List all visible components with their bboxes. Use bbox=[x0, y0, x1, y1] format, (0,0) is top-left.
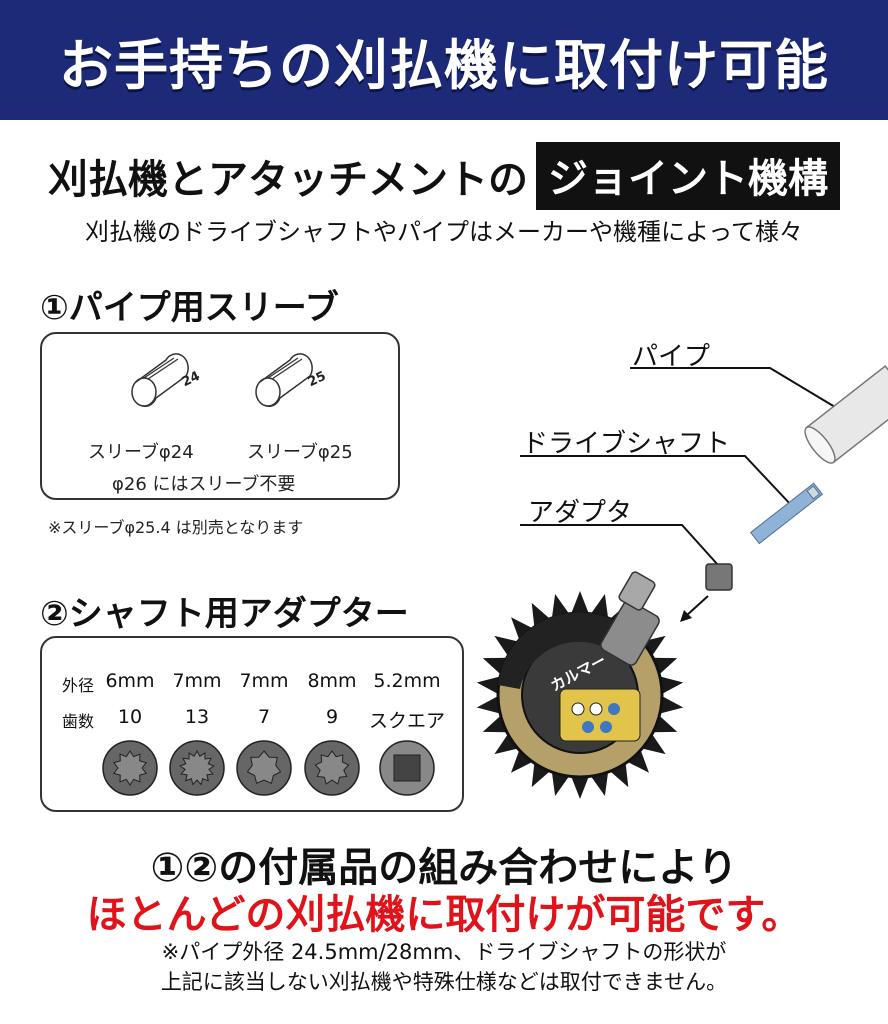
summary-line-1: ①②の付属品の組み合わせにより bbox=[150, 845, 738, 891]
heading-plain: 刈払機とアタッチメントの bbox=[48, 157, 528, 203]
adapter-2-teeth: 13 bbox=[184, 706, 210, 728]
sleeve-24-icon bbox=[131, 353, 189, 408]
adapter-1-outer: 6mm bbox=[105, 670, 155, 692]
summary-line-2: ほとんどの刈払機に取付けが可能です。 bbox=[86, 892, 802, 938]
footnote-line-1: ※パイプ外径 24.5mm/28mm、ドライブシャフトの形状が bbox=[161, 940, 727, 964]
adapter-1-teeth: 10 bbox=[117, 706, 143, 728]
callout-adapter: アダプタ bbox=[528, 498, 633, 528]
footnote-line-2: 上記に該当しない刈払機や特殊仕様などは取付できません。 bbox=[160, 970, 728, 994]
attachment-diagram bbox=[476, 365, 888, 799]
adapter-3-teeth: 7 bbox=[257, 706, 271, 728]
sleeve-panel: 24 25 スリーブφ24 スリーブφ25 φ26 にはスリーブ不要 bbox=[40, 332, 400, 500]
adapter-4-outer: 8mm bbox=[307, 670, 357, 692]
adapter-5-outer: 5.2mm bbox=[373, 670, 441, 692]
adapter-2-icon bbox=[169, 740, 225, 796]
banner-title: お手持ちの刈払機に取付け可能 bbox=[59, 33, 829, 97]
heading-boxed: ジョイント機構 bbox=[536, 142, 840, 210]
adapter-1-icon bbox=[102, 740, 158, 796]
adapter-5-teeth: スクエア bbox=[368, 710, 445, 732]
adapter-4-icon bbox=[304, 740, 360, 796]
sleeve-24-label: スリーブφ24 bbox=[88, 442, 194, 463]
adapter-2-outer: 7mm bbox=[172, 670, 222, 692]
no-sleeve-text: φ26 にはスリーブ不要 bbox=[112, 474, 296, 495]
outer-diameter-label: 外径 bbox=[62, 676, 95, 695]
sleeve-note: ※スリーブφ25.4 は別売となります bbox=[48, 518, 304, 537]
callout-shaft: ドライブシャフト bbox=[522, 429, 731, 459]
top-banner: お手持ちの刈払機に取付け可能 bbox=[0, 0, 888, 120]
sleeve-25-label: スリーブφ25 bbox=[247, 442, 353, 463]
adapter-4-teeth: 9 bbox=[325, 706, 339, 728]
sleeve-25-icon bbox=[255, 353, 313, 408]
adapter-panel: 外径 歯数 6mm 10 7mm 13 7mm 7 8mm 9 5.2mm スク… bbox=[40, 636, 464, 812]
adapter-3-outer: 7mm bbox=[239, 670, 289, 692]
adapter-5-icon bbox=[379, 740, 435, 796]
subheading: 刈払機のドライブシャフトやパイプはメーカーや機種によって様々 bbox=[84, 218, 804, 246]
section-heading: 刈払機とアタッチメントの ジョイント機構 bbox=[0, 142, 888, 210]
adapter-3-icon bbox=[236, 740, 292, 796]
sleeve-title: ①パイプ用スリーブ bbox=[40, 288, 339, 328]
callout-pipe: パイプ bbox=[632, 342, 711, 372]
adapter-title: ②シャフト用アダプター bbox=[40, 594, 409, 634]
teeth-count-label: 歯数 bbox=[62, 712, 95, 731]
